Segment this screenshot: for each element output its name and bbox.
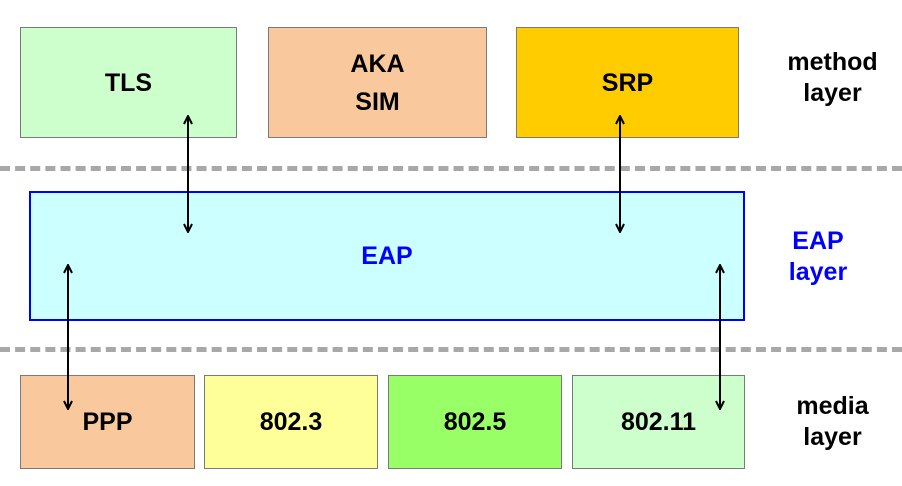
method-box-tls: TLS <box>20 27 237 138</box>
eap-box: EAP <box>29 191 745 321</box>
method-box-label: SRP <box>601 68 654 97</box>
method-layer-label: method layer <box>787 48 878 107</box>
method-box-label: AKA <box>350 49 405 78</box>
media-box-ppp: PPP <box>20 375 195 469</box>
media-box-label: 802.5 <box>443 408 507 436</box>
eap-box-label: EAP <box>361 242 413 270</box>
divider-lower <box>0 347 902 352</box>
media-box-label: PPP <box>82 408 133 436</box>
media-box-802-5: 802.5 <box>388 375 562 469</box>
method-box-label: SIM <box>355 87 400 116</box>
media-box-802-3: 802.3 <box>204 375 378 469</box>
media-box-label: 802.3 <box>259 408 323 436</box>
method-box-label: TLS <box>104 68 153 97</box>
method-box-aka-sim: AKA SIM <box>268 27 487 138</box>
eap-layer-label: EAP layer <box>788 227 848 286</box>
media-layer-label: media layer <box>796 392 869 451</box>
divider-upper <box>0 166 902 171</box>
method-box-srp: SRP <box>516 27 739 138</box>
media-box-label: 802.11 <box>620 408 697 436</box>
